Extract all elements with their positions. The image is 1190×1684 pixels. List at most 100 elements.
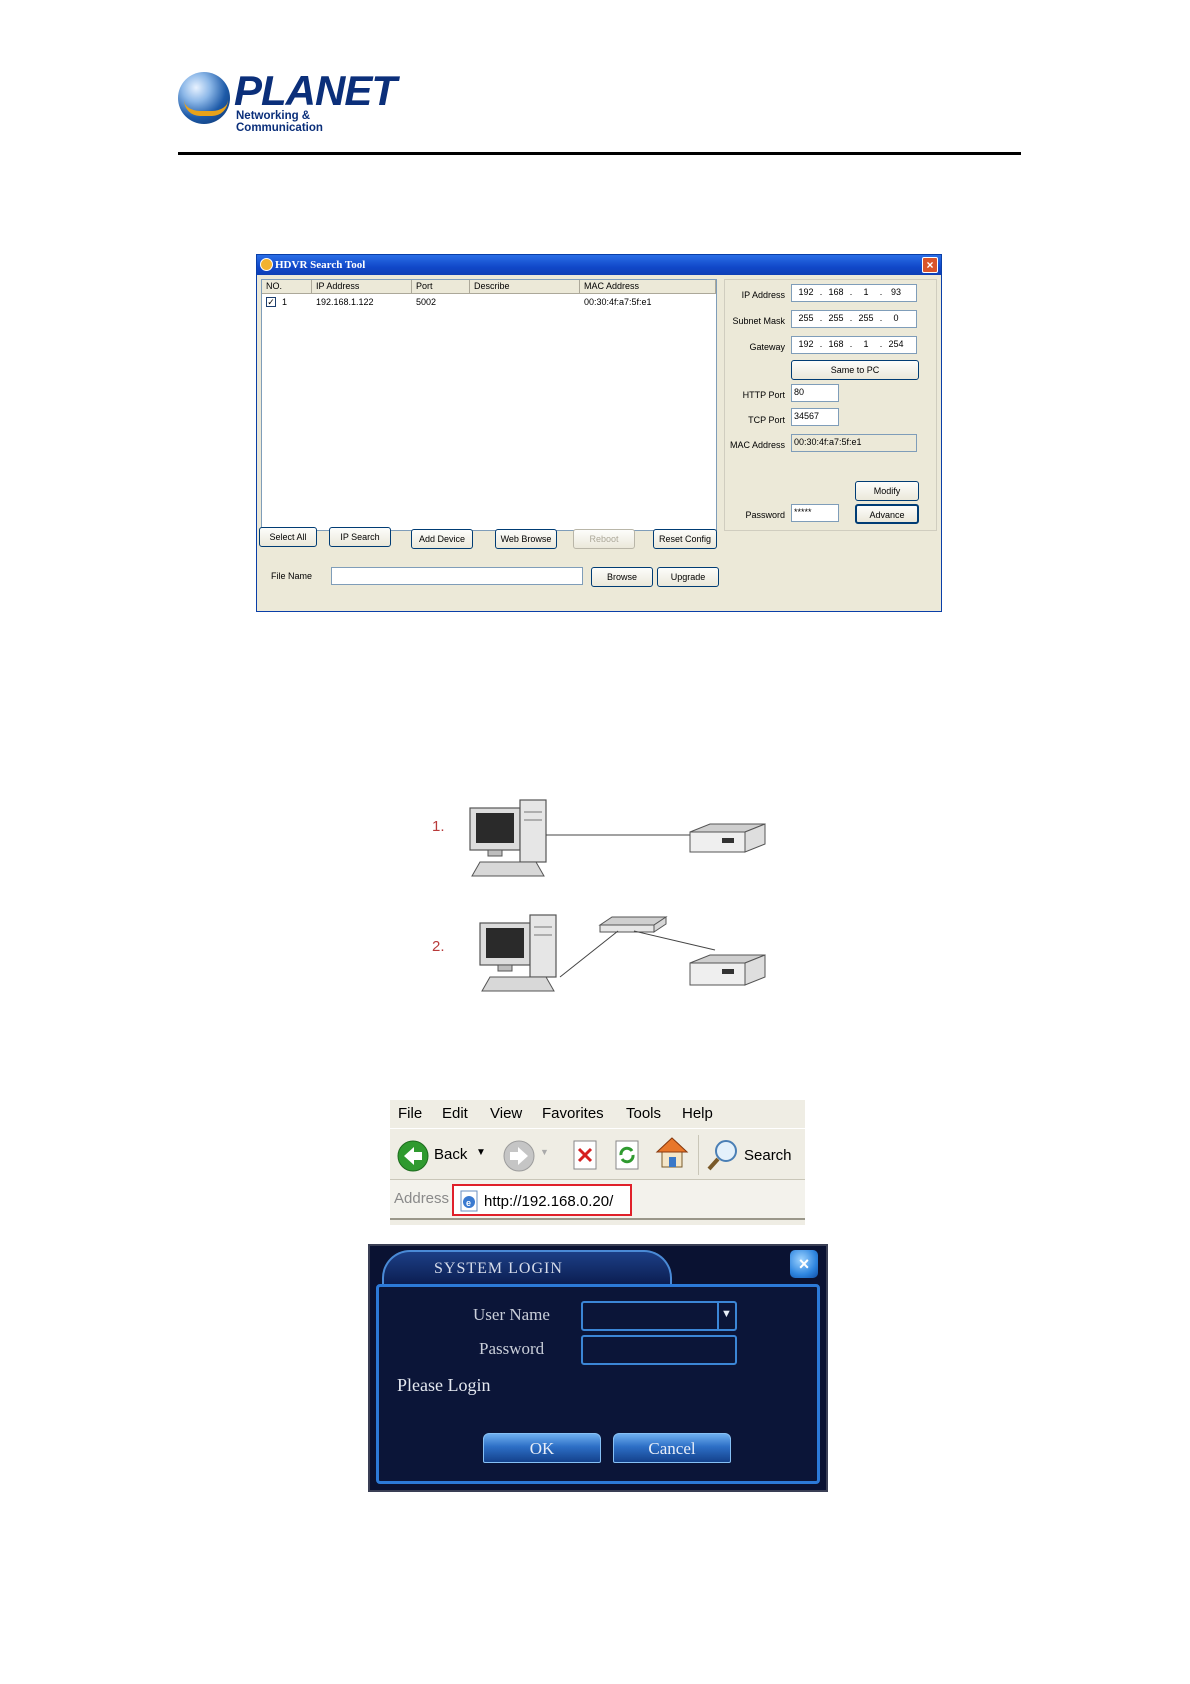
menu-file[interactable]: File <box>398 1105 423 1122</box>
forward-arrow-icon[interactable] <box>502 1139 536 1173</box>
stop-icon[interactable] <box>570 1139 600 1171</box>
upgrade-button[interactable]: Upgrade <box>657 567 719 587</box>
subnet-mask-label: Subnet Mask <box>732 316 785 326</box>
login-panel: User Name ▼ Password Please Login OK Can… <box>376 1284 820 1484</box>
password-field[interactable]: ***** <box>791 504 839 522</box>
address-input[interactable]: e http://192.168.0.20/ <box>452 1184 632 1216</box>
column-header[interactable]: Port <box>412 280 470 294</box>
ip-search-button[interactable]: IP Search <box>329 527 391 547</box>
dvr-icon <box>689 954 766 986</box>
ok-button[interactable]: OK <box>483 1433 601 1463</box>
menu-view[interactable]: View <box>490 1105 523 1122</box>
back-arrow-icon <box>397 1140 429 1172</box>
reboot-button[interactable]: Reboot <box>573 529 635 549</box>
svg-text:e: e <box>466 1198 471 1208</box>
select-divider <box>717 1303 719 1329</box>
ip-octet: 192 <box>798 339 814 349</box>
gateway-field[interactable]: 192 . 168 . 1 . 254 <box>791 336 917 354</box>
menu-bar: File Edit View Favorites Tools Help <box>390 1100 805 1128</box>
password-label: Password <box>745 510 785 520</box>
column-header[interactable]: NO. <box>262 280 312 294</box>
row-number: 1 <box>282 297 288 307</box>
back-label: Back <box>434 1146 468 1163</box>
refresh-icon[interactable] <box>612 1139 642 1171</box>
diagram-label-1: 1. <box>432 818 445 835</box>
cancel-button[interactable]: Cancel <box>613 1433 731 1463</box>
header-rule <box>178 152 1021 155</box>
ip-address-field[interactable]: 192 . 168 . 1 . 93 <box>791 284 917 302</box>
planet-logo: PLANET Networking & Communication <box>178 70 397 134</box>
dot-separator: . <box>879 313 883 323</box>
address-label: Address <box>394 1190 450 1207</box>
menu-edit[interactable]: Edit <box>442 1105 468 1122</box>
pc-icon <box>479 914 557 992</box>
ip-octet: 192 <box>798 287 814 297</box>
gateway-label: Gateway <box>749 342 785 352</box>
browser-toolbar: File Edit View Favorites Tools Help Back… <box>390 1100 805 1225</box>
modify-button[interactable]: Modify <box>855 481 919 501</box>
select-all-button[interactable]: Select All <box>259 527 317 547</box>
ip-octet: 255 <box>828 313 844 323</box>
ip-octet: 1 <box>863 287 869 297</box>
switch-connection-diagram <box>479 914 766 992</box>
dot-separator: . <box>819 339 823 349</box>
subnet-mask-field[interactable]: 255 . 255 . 255 . 0 <box>791 310 917 328</box>
direct-connection-diagram <box>469 799 766 877</box>
ip-octet: 1 <box>863 339 869 349</box>
column-header[interactable]: Describe <box>470 280 580 294</box>
back-button[interactable]: Back <box>396 1137 468 1173</box>
globe-icon <box>178 72 230 124</box>
password-input[interactable] <box>581 1335 737 1365</box>
logo-subtitle: Networking & Communication <box>236 110 323 134</box>
row-port: 5002 <box>416 297 437 307</box>
search-button[interactable]: Search <box>706 1135 802 1175</box>
user-name-select[interactable]: ▼ <box>581 1301 737 1331</box>
dot-separator: . <box>849 287 853 297</box>
toolbar-divider <box>698 1135 699 1175</box>
dot-separator: . <box>819 313 823 323</box>
address-bar: Address e http://192.168.0.20/ <box>390 1180 805 1220</box>
chevron-down-icon[interactable]: ▼ <box>721 1308 732 1320</box>
diagram-label-2: 2. <box>432 938 445 955</box>
close-icon[interactable]: × <box>922 257 938 273</box>
toolbar: Back ▼ ▼ Search <box>390 1128 805 1180</box>
add-device-button[interactable]: Add Device <box>411 529 473 549</box>
home-icon[interactable] <box>654 1135 690 1171</box>
ip-octet: 255 <box>798 313 814 323</box>
menu-help[interactable]: Help <box>682 1105 713 1122</box>
file-name-field[interactable] <box>331 567 583 585</box>
same-to-pc-button[interactable]: Same to PC <box>791 360 919 380</box>
http-port-field[interactable]: 80 <box>791 384 839 402</box>
table-row[interactable]: ✓ 1 192.168.1.122 5002 00:30:4f:a7:5f:e1 <box>262 295 716 309</box>
menu-tools[interactable]: Tools <box>626 1105 662 1122</box>
dvr-icon <box>689 823 766 853</box>
dot-separator: . <box>849 313 853 323</box>
ip-address-label: IP Address <box>741 290 785 300</box>
tcp-port-field[interactable]: 34567 <box>791 408 839 426</box>
pc-icon <box>469 799 547 877</box>
web-browse-button[interactable]: Web Browse <box>495 529 557 549</box>
mac-address-label: MAC Address <box>729 440 785 450</box>
file-name-label: File Name <box>271 571 313 581</box>
system-login-dialog: SYSTEM LOGIN × User Name ▼ Password Plea… <box>368 1244 828 1492</box>
dot-separator: . <box>849 339 853 349</box>
switch-icon <box>598 916 668 933</box>
ip-octet: 168 <box>828 287 844 297</box>
column-header[interactable]: MAC Address <box>580 280 716 294</box>
browse-button[interactable]: Browse <box>591 567 653 587</box>
advance-button[interactable]: Advance <box>855 504 919 524</box>
ip-octet: 93 <box>890 287 901 297</box>
user-name-label: User Name <box>473 1305 550 1324</box>
device-list[interactable]: NO. IP Address Port Describe MAC Address… <box>261 279 717 531</box>
login-status: Please Login <box>397 1375 491 1395</box>
app-icon <box>260 258 273 271</box>
back-dropdown-icon[interactable]: ▼ <box>476 1147 486 1158</box>
reset-config-button[interactable]: Reset Config <box>653 529 717 549</box>
address-url: http://192.168.0.20/ <box>484 1193 614 1210</box>
close-icon[interactable]: × <box>790 1250 818 1278</box>
forward-dropdown-icon[interactable]: ▼ <box>540 1147 549 1157</box>
row-checkbox[interactable]: ✓ <box>266 297 276 307</box>
column-header[interactable]: IP Address <box>312 280 412 294</box>
menu-favorites[interactable]: Favorites <box>542 1105 604 1122</box>
ip-octet: 168 <box>828 339 844 349</box>
